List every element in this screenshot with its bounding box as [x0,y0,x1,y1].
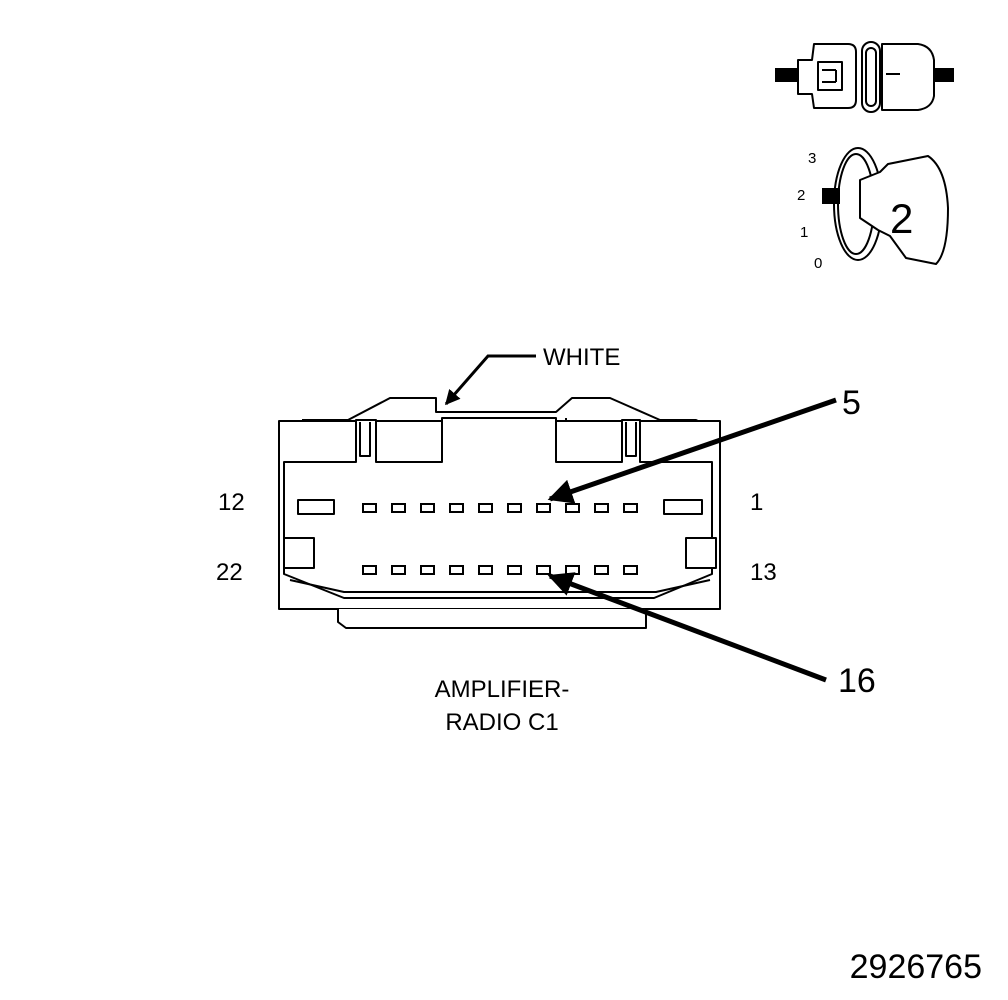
callout-arrow-16 [547,572,827,683]
terminal-cavity [594,503,609,513]
terminal-cavity [536,565,551,575]
pin-label-1: 1 [750,489,763,516]
terminal-cavity [623,503,638,513]
connector-side-view-icon [775,41,954,113]
terminal-cavity [565,565,580,575]
position-scale-0: 0 [814,255,822,272]
figure-id: 2926765 [850,948,982,986]
callout-number-5: 5 [842,384,861,422]
terminal-row-top [362,503,638,513]
connector-color-label: WHITE [543,344,620,371]
terminal-cavity [391,503,406,513]
position-scale-2: 2 [797,187,805,204]
pin-label-22: 22 [216,559,243,586]
terminal-cavity [420,503,435,513]
connector-name-line2: RADIO C1 [445,709,558,736]
terminal-cavity [507,565,522,575]
position-scale-3: 3 [808,150,816,167]
pin-label-13: 13 [750,559,777,586]
terminal-cavity [391,565,406,575]
terminal-cavity [449,503,464,513]
terminal-cavity [362,503,377,513]
position-scale-1: 1 [800,224,808,241]
terminal-cavity [478,503,493,513]
terminal-cavity [623,565,638,575]
position-number: 2 [890,195,913,242]
pin-label-12: 12 [218,489,245,516]
terminal-cavity [478,565,493,575]
terminal-cavity [449,565,464,575]
terminal-cavity [536,503,551,513]
terminal-cavity [420,565,435,575]
color-leader-line [444,354,536,406]
callout-arrow-5 [547,397,837,504]
connector-position-icon [822,147,949,265]
terminal-cavity [594,565,609,575]
terminal-cavity [507,503,522,513]
terminal-row-bottom [362,565,638,575]
connector-name-line1: AMPLIFIER- [435,676,570,703]
connector-face [278,397,721,629]
terminal-cavity [362,565,377,575]
callout-number-16: 16 [838,662,876,700]
terminal-cavity [565,503,580,513]
